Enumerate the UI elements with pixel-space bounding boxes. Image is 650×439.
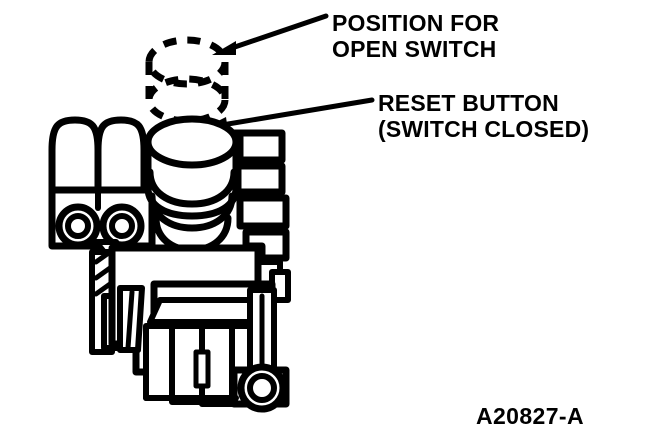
leader-line-open-switch [212, 13, 329, 55]
vacuum-port-left [55, 203, 101, 249]
callout-reset-button-line1: RESET BUTTON [378, 90, 559, 116]
callout-reset-button-line2: (SWITCH CLOSED) [378, 116, 589, 142]
housing-rib-left-edge [125, 289, 135, 351]
housing-right-post [247, 287, 277, 379]
callout-open-switch: POSITION FOR OPEN SWITCH [332, 10, 499, 62]
part-number-label: A20827-A [476, 403, 584, 429]
switch-housing-right-flange [228, 129, 291, 303]
mounting-boss-hole [230, 363, 290, 413]
callout-open-switch-line2: OPEN SWITCH [332, 36, 496, 62]
reset-button-cylinder [144, 115, 240, 254]
callout-reset-button: RESET BUTTON (SWITCH CLOSED) [378, 90, 589, 142]
dashed-cylinder-open-position [145, 36, 229, 125]
callout-open-switch-line1: POSITION FOR [332, 10, 499, 36]
